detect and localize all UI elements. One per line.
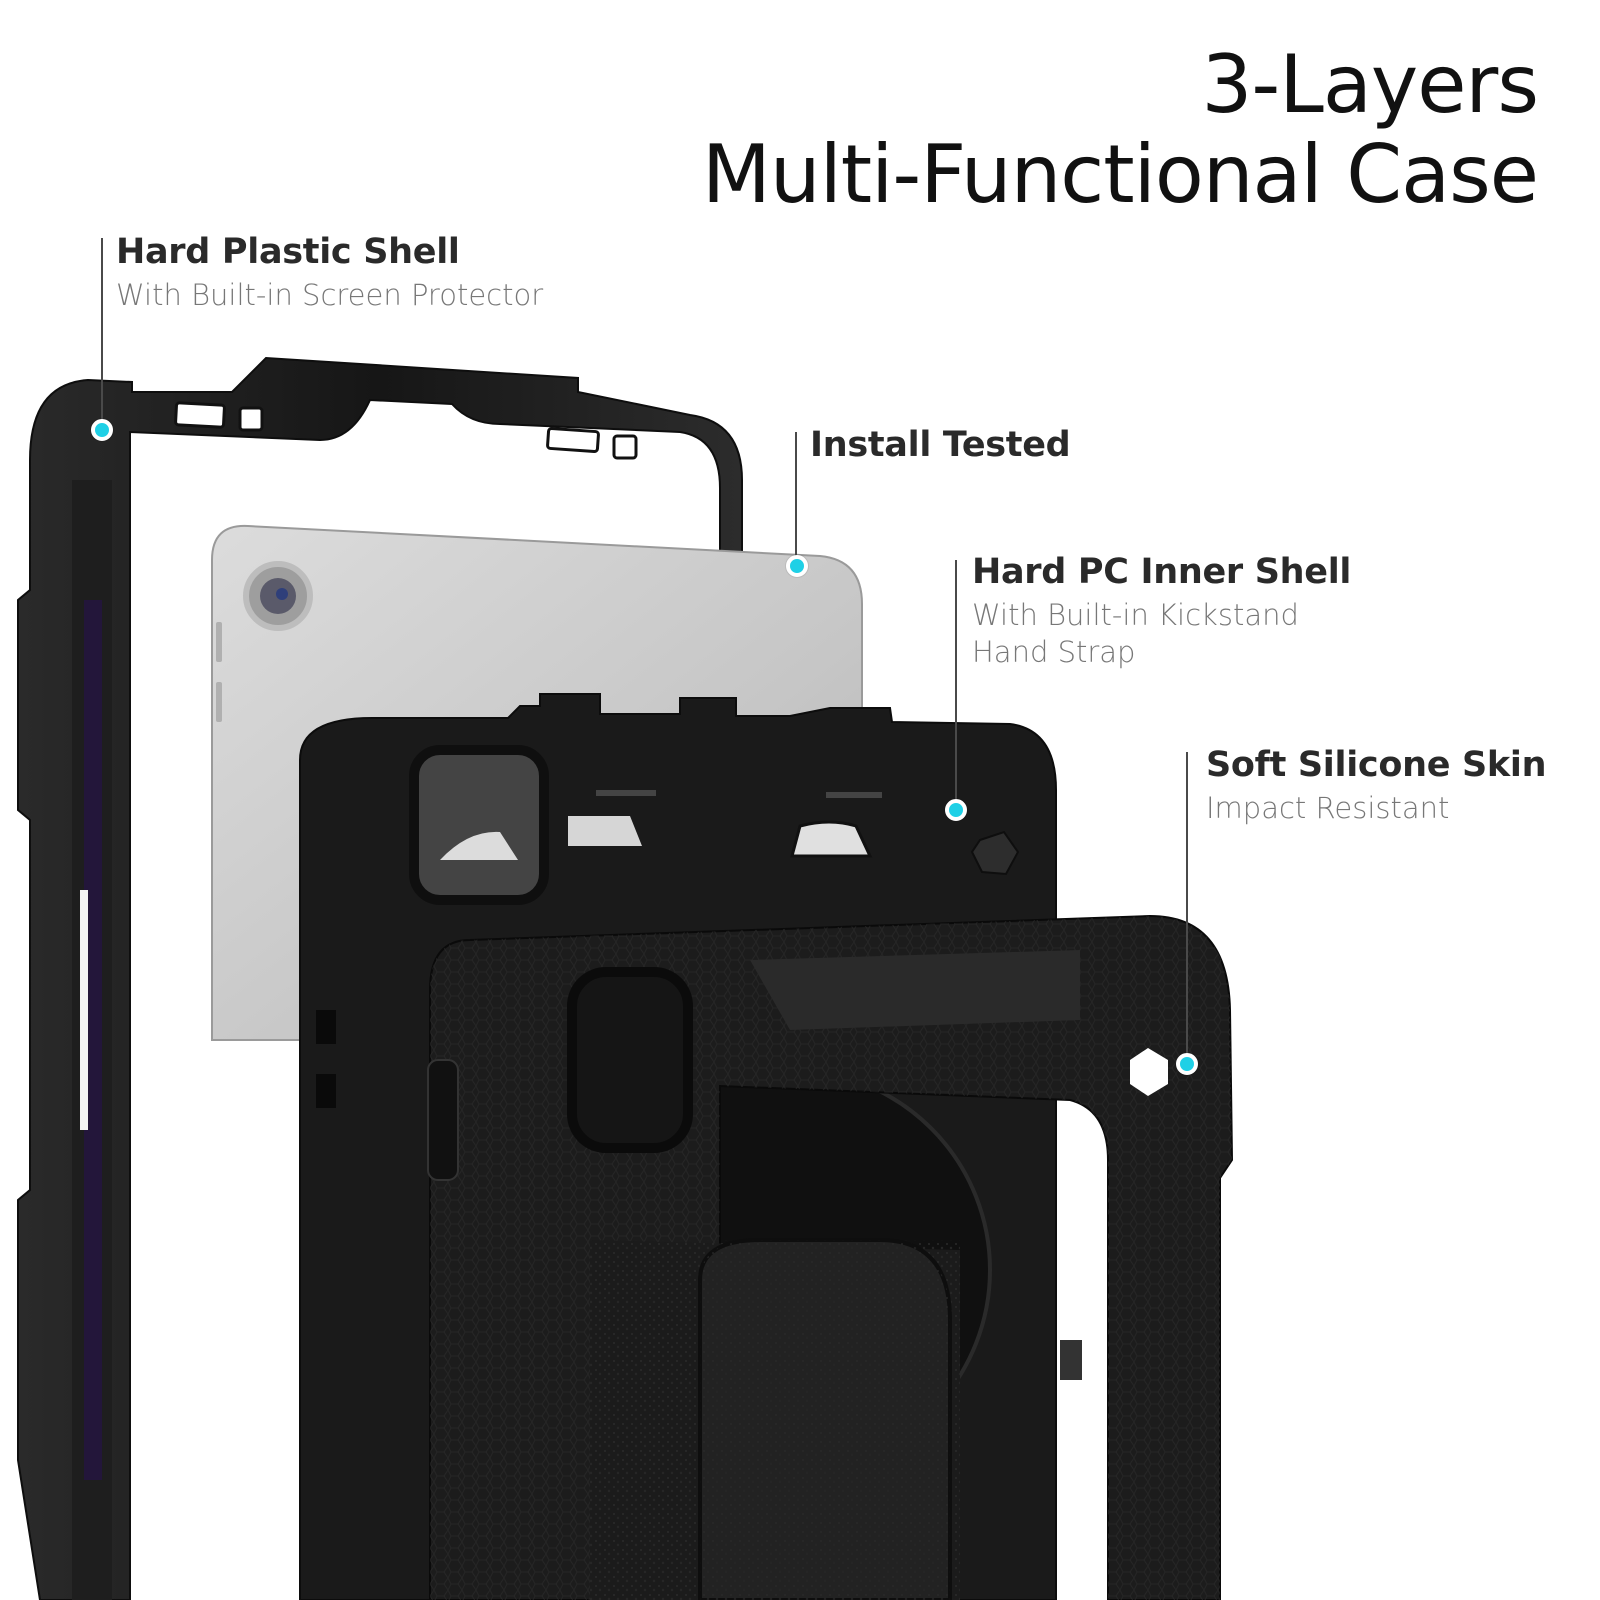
callout-hard-plastic-shell: Hard Plastic Shell With Built-in Screen … bbox=[116, 232, 543, 313]
callout-install-tested: Install Tested bbox=[810, 425, 1071, 465]
callout-leader-line bbox=[101, 238, 103, 430]
headline-line-2: Multi-Functional Case bbox=[701, 127, 1539, 221]
callout-marker-dot bbox=[945, 799, 967, 821]
callout-hard-pc-inner-shell: Hard PC Inner Shell With Built-in Kickst… bbox=[972, 552, 1351, 670]
callout-subtitle: Hand Strap bbox=[972, 634, 1136, 669]
hard-plastic-shell-graphic bbox=[17, 356, 743, 1600]
callout-marker-dot bbox=[1176, 1053, 1198, 1075]
callout-soft-silicone-skin: Soft Silicone Skin Impact Resistant bbox=[1206, 745, 1547, 826]
soft-silicone-skin-graphic bbox=[427, 914, 1234, 1600]
headline: 3-Layers Multi-Functional Case bbox=[701, 38, 1540, 221]
callout-leader-line bbox=[955, 560, 957, 808]
callout-title: Hard PC Inner Shell bbox=[972, 552, 1352, 592]
headline-line-1: 3-Layers bbox=[1201, 38, 1540, 131]
callout-leader-line bbox=[795, 432, 797, 564]
callout-leader-line bbox=[1186, 752, 1188, 1062]
callout-title: Install Tested bbox=[810, 425, 1071, 465]
callout-marker-dot bbox=[786, 555, 808, 577]
callout-marker-dot bbox=[91, 419, 113, 441]
callout-title: Hard Plastic Shell bbox=[116, 232, 460, 272]
callout-subtitle: With Built-in Screen Protector bbox=[116, 278, 544, 312]
callout-title: Soft Silicone Skin bbox=[1206, 745, 1547, 785]
callout-subtitle: With Built-in Kickstand bbox=[972, 598, 1299, 632]
callout-subtitle: Impact Resistant bbox=[1206, 791, 1450, 825]
